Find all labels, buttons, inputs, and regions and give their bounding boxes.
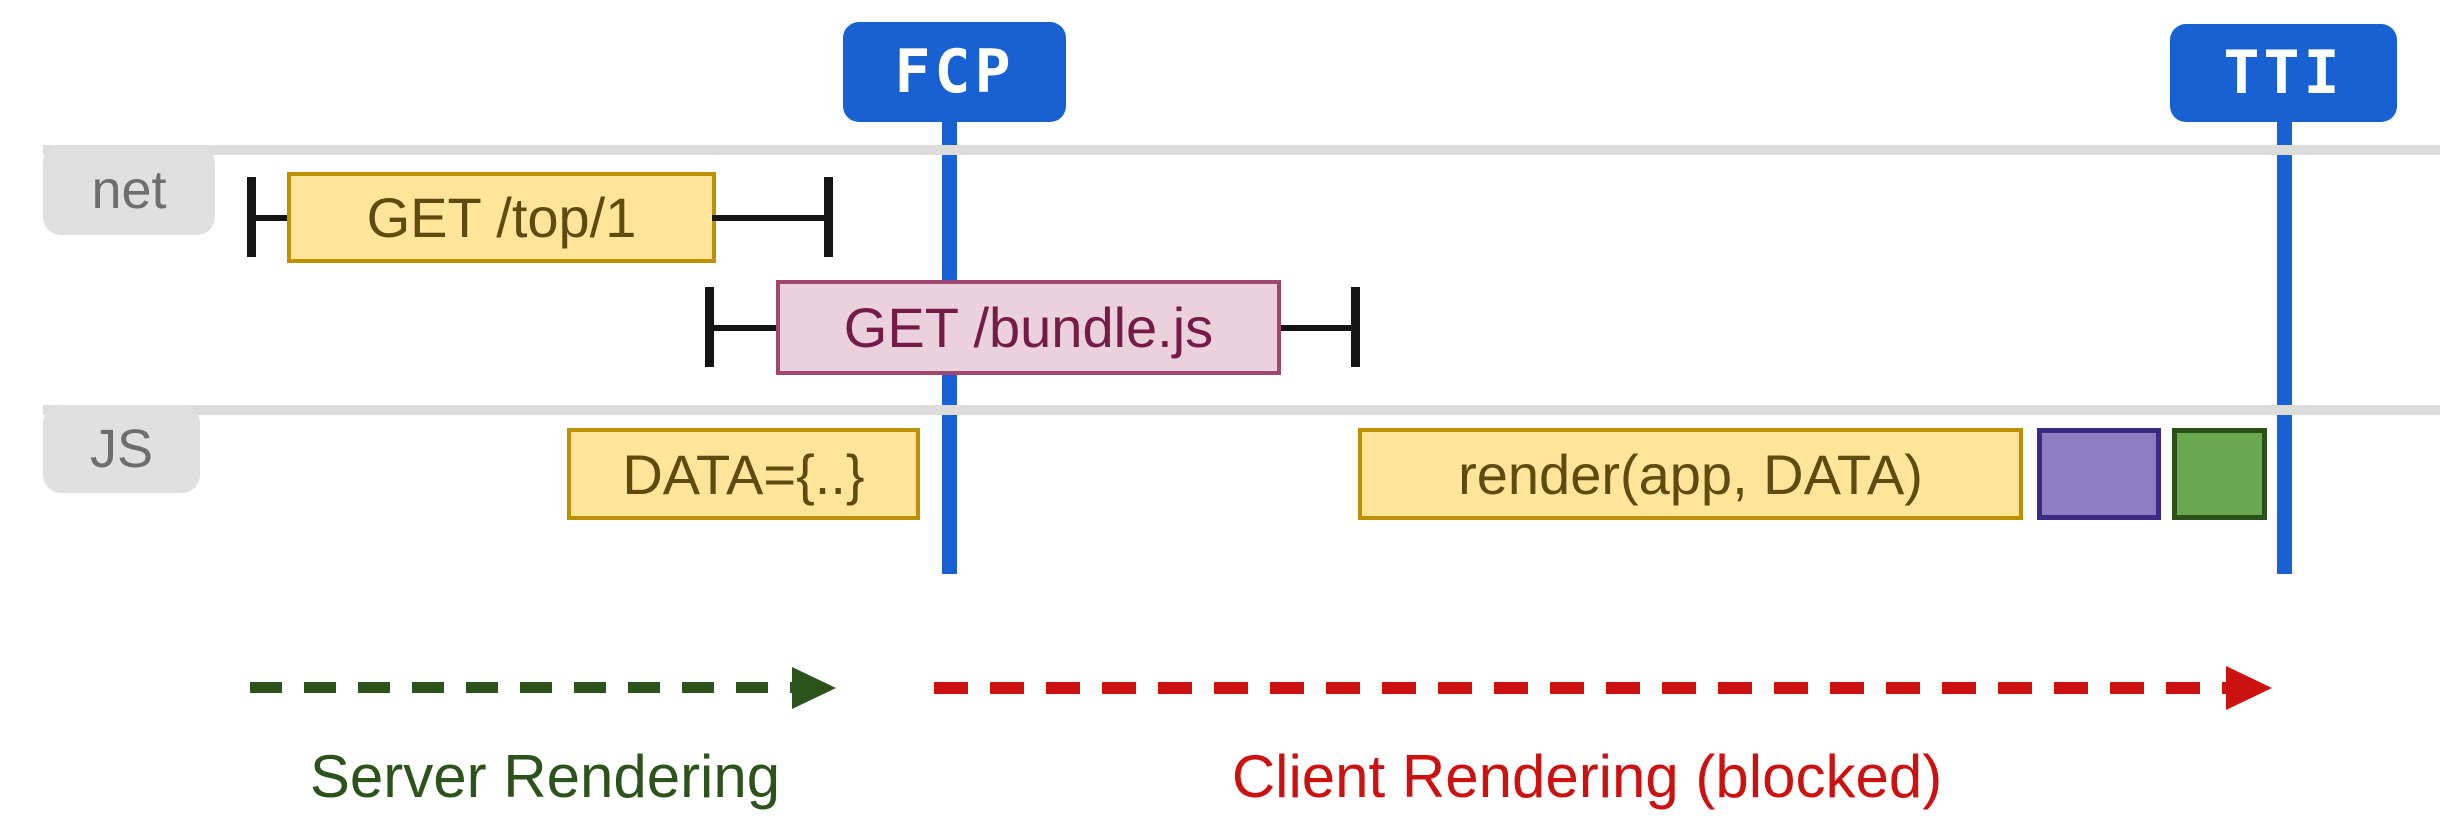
request-bundle-start-tick xyxy=(705,287,714,367)
net-track-label: net xyxy=(43,145,215,235)
js-task-box-green xyxy=(2172,428,2267,520)
js-task-box-render: render(app, DATA) xyxy=(1358,428,2023,520)
server-rendering-arrow-line xyxy=(250,682,796,693)
client-rendering-arrowhead xyxy=(2226,666,2272,710)
client-rendering-arrow-line xyxy=(934,682,2226,694)
js-task-box-data: DATA={..} xyxy=(567,428,920,520)
js-task-box-purple xyxy=(2037,428,2161,520)
request-bundle-right-whisker xyxy=(1281,325,1355,331)
tti-badge: TTI xyxy=(2170,24,2397,122)
request-top-left-whisker xyxy=(251,215,291,221)
request-box-get-bundle: GET /bundle.js xyxy=(776,280,1281,375)
js-track-line xyxy=(43,405,2440,415)
net-track-line xyxy=(43,145,2440,155)
request-top-end-tick xyxy=(824,177,833,257)
fcp-badge: FCP xyxy=(843,22,1066,122)
request-bundle-left-whisker xyxy=(710,325,776,331)
request-top-right-whisker xyxy=(712,215,830,221)
request-bundle-end-tick xyxy=(1351,287,1360,367)
server-rendering-label: Server Rendering xyxy=(309,743,781,810)
tti-marker-line xyxy=(2277,118,2292,574)
client-rendering-label: Client Rendering (blocked) xyxy=(1231,743,1943,810)
server-rendering-arrowhead xyxy=(792,667,836,709)
request-box-get-top: GET /top/1 xyxy=(287,172,716,263)
js-track-label: JS xyxy=(43,405,200,493)
